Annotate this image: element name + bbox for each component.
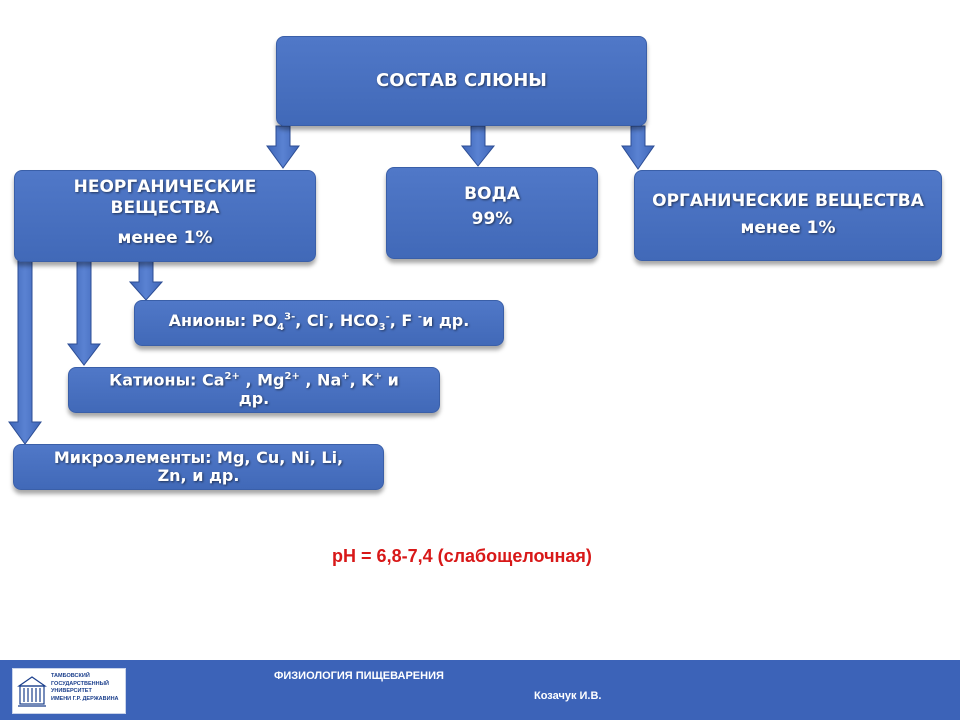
micro-line2: Zn, и др. [157,466,240,485]
footer-title: ФИЗИОЛОГИЯ ПИЩЕВАРЕНИЯ [274,670,444,682]
cations-box: Катионы: Ca2+ , Mg2+ , Na+, K+ и др. [68,367,440,413]
cations-line2: др. [238,389,270,409]
arrow-root-to-water [460,125,496,167]
organic-box: ОРГАНИЧЕСКИЕ ВЕЩЕСТВА менее 1% [634,170,942,261]
footer-author: Козачук И.В. [534,690,602,702]
water-line2: 99% [471,209,513,230]
ph-note: pH = 6,8-7,4 (слабощелочная) [332,546,592,566]
arrow-to-anions [128,257,164,301]
anions-text: Анионы: PO43-, Cl-, HCO3-, F -и др. [168,311,470,334]
arrow-root-to-inorganic [266,125,300,169]
inorganic-line1: НЕОРГАНИЧЕСКИЕ [73,177,257,197]
cations-line1: Катионы: Ca2+ , Mg2+ , Na+, K+ и [109,370,399,390]
university-logo: ТАМБОВСКИЙ ГОСУДАРСТВЕННЫЙ УНИВЕРСИТЕТ И… [12,668,126,714]
inorganic-line2: ВЕЩЕСТВА [110,198,220,219]
root-box: СОСТАВ СЛЮНЫ [276,36,647,126]
water-box: ВОДА 99% [386,167,598,259]
water-line1: ВОДА [464,184,520,204]
building-icon [17,676,47,707]
organic-line2: менее 1% [740,218,836,239]
anions-box: Анионы: PO43-, Cl-, HCO3-, F -и др. [134,300,504,346]
inorganic-line3: менее 1% [117,227,213,248]
micro-line1: Микроэлементы: Mg, Cu, Ni, Li, [53,447,344,467]
micro-box: Микроэлементы: Mg, Cu, Ni, Li, Zn, и др. [13,444,384,490]
inorganic-box: НЕОРГАНИЧЕСКИЕ ВЕЩЕСТВА менее 1% [14,170,316,262]
logo-text: ТАМБОВСКИЙ ГОСУДАРСТВЕННЫЙ УНИВЕРСИТЕТ И… [51,673,119,702]
organic-line1: ОРГАНИЧЕСКИЕ ВЕЩЕСТВА [652,191,924,211]
root-label: СОСТАВ СЛЮНЫ [376,69,547,91]
arrow-to-cations [66,253,102,366]
arrow-to-micro [8,253,42,445]
arrow-root-to-organic [621,125,655,170]
footer-bar: ТАМБОВСКИЙ ГОСУДАРСТВЕННЫЙ УНИВЕРСИТЕТ И… [0,660,960,720]
